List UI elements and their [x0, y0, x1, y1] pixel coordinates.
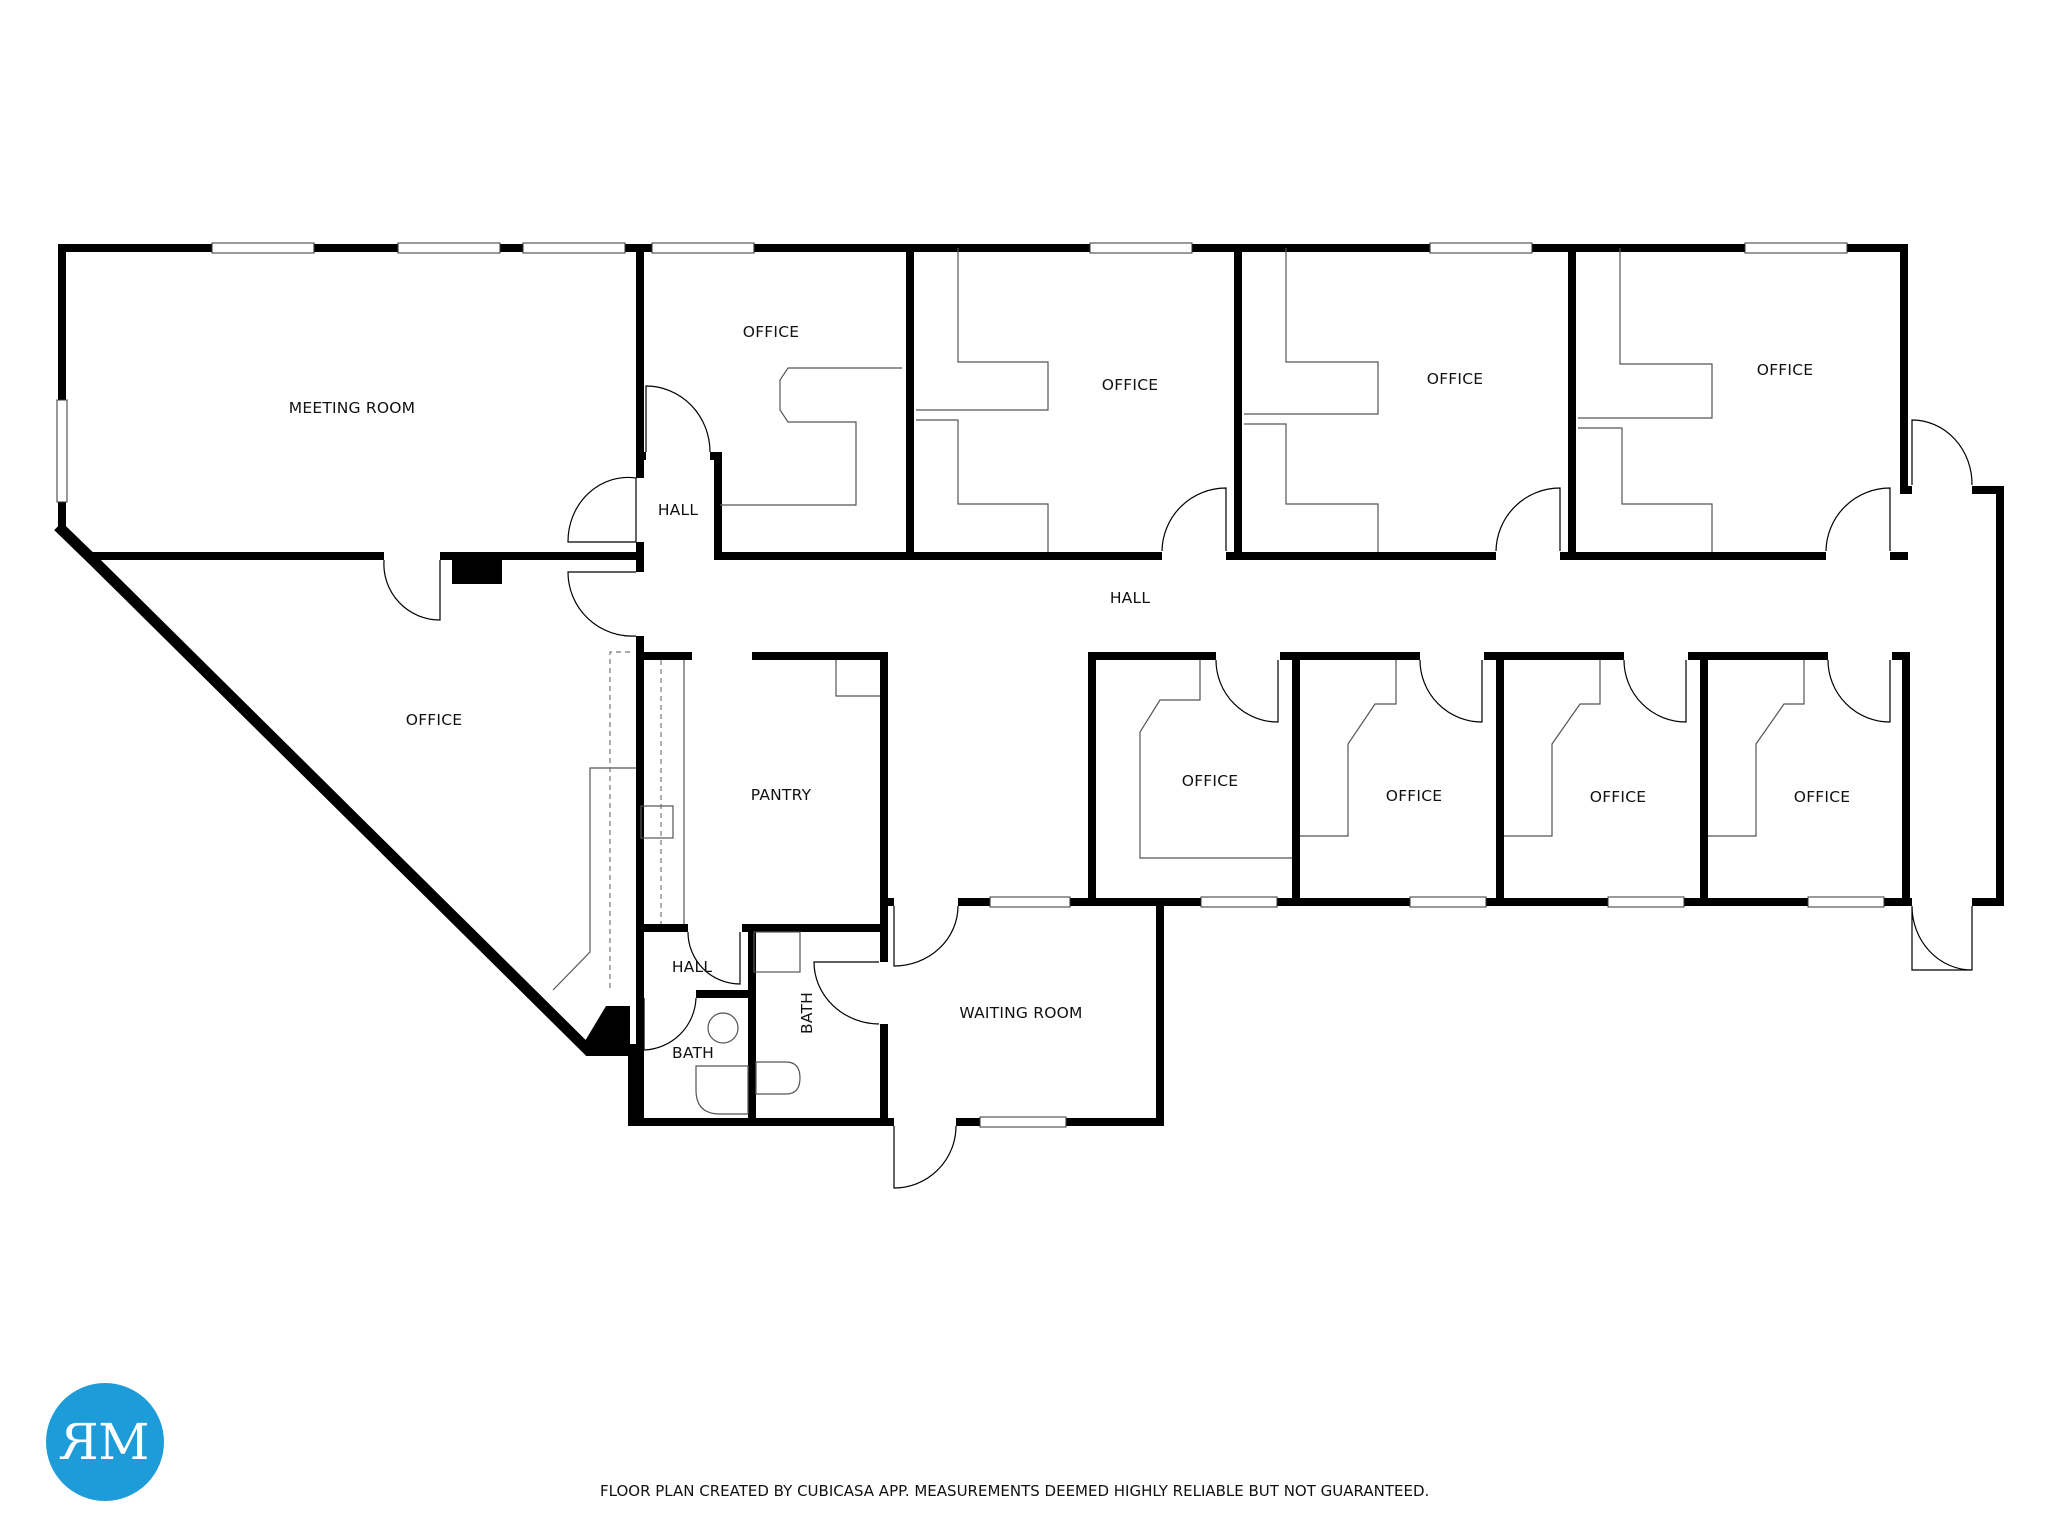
room-label-hall: HALL: [671, 958, 713, 976]
windows: [56, 242, 1885, 1128]
room-label-waiting-room: WAITING ROOM: [959, 1004, 1083, 1022]
furniture: [552, 248, 1805, 1115]
room-label-hall: HALL: [1109, 589, 1151, 607]
room-label-office: OFFICE: [405, 711, 463, 729]
door-swings: [383, 385, 1973, 1189]
door-openings: [384, 452, 1972, 1126]
room-label-bath: BATH: [798, 992, 816, 1034]
room-label-pantry: PANTRY: [750, 786, 812, 804]
column-block: [452, 556, 502, 584]
room-label-office: OFFICE: [1181, 772, 1239, 790]
interior-walls: [89, 244, 1910, 1126]
room-label-office: OFFICE: [1426, 370, 1484, 388]
room-label-office: OFFICE: [1756, 361, 1814, 379]
room-label-office: OFFICE: [1101, 376, 1159, 394]
room-label-office: OFFICE: [1793, 788, 1851, 806]
logo-letter-r: R: [62, 1413, 99, 1471]
room-label-office: OFFICE: [1385, 787, 1443, 805]
room-label-office: OFFICE: [1589, 788, 1647, 806]
room-label-bath: BATH: [672, 1044, 714, 1062]
logo-letter-m: M: [98, 1413, 149, 1471]
wall-corner-block: [582, 1006, 630, 1056]
room-label-office: OFFICE: [742, 323, 800, 341]
room-label-hall: HALL: [657, 501, 699, 519]
exterior-walls: [54, 244, 2004, 1126]
room-label-meeting-room: MEETING ROOM: [288, 399, 416, 417]
footer-disclaimer: FLOOR PLAN CREATED BY CUBICASA APP. MEAS…: [600, 1482, 1430, 1500]
